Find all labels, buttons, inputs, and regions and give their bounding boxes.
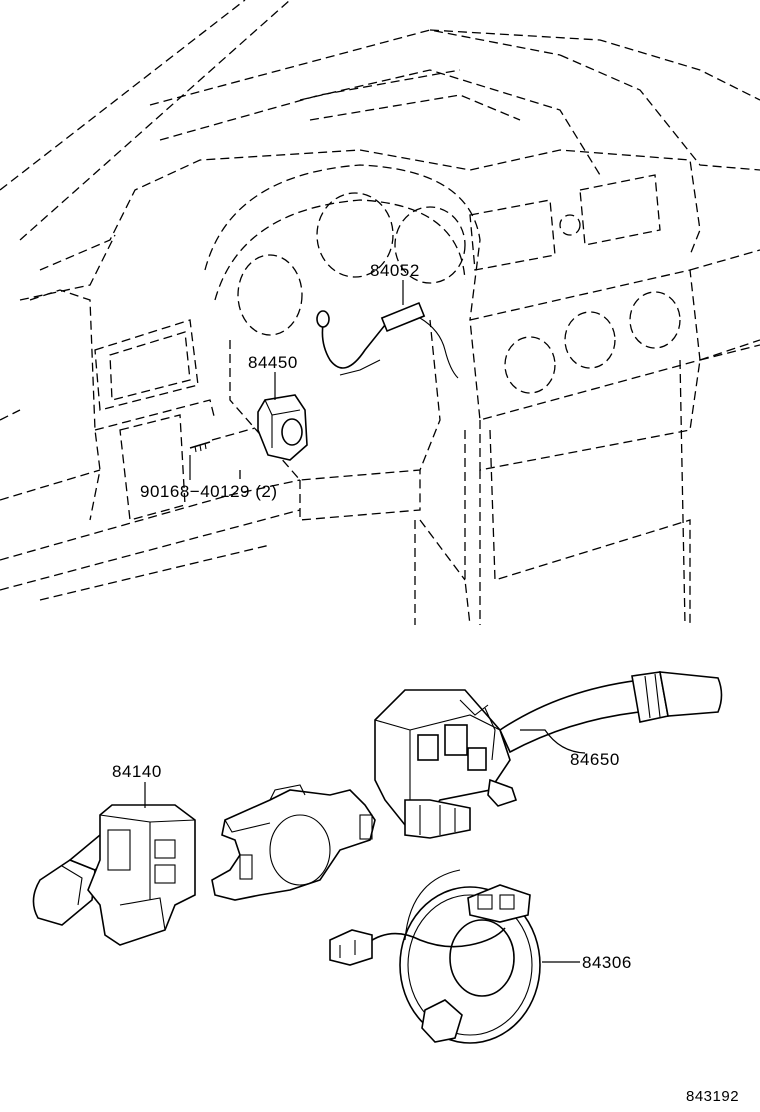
dashboard-phantom bbox=[0, 0, 760, 626]
label-84052: 84052 bbox=[370, 261, 420, 280]
part-84450-sensor bbox=[257, 394, 308, 461]
figure-id: 843192 bbox=[686, 1088, 739, 1105]
label-84140: 84140 bbox=[112, 762, 162, 781]
label-90168: 90168−40129 (2) bbox=[140, 482, 277, 501]
part-84052-cord bbox=[316, 301, 459, 379]
label-84306: 84306 bbox=[582, 953, 632, 972]
part-90168-screw bbox=[189, 427, 256, 453]
label-84450: 84450 bbox=[248, 353, 298, 372]
part-switch-bracket bbox=[211, 784, 376, 901]
leader-84650 bbox=[520, 729, 586, 754]
part-84306-spiral-cable bbox=[329, 869, 541, 1044]
part-84140-turn-switch bbox=[32, 804, 196, 946]
part-84650-wiper-switch bbox=[374, 671, 723, 839]
label-84650: 84650 bbox=[570, 750, 620, 769]
